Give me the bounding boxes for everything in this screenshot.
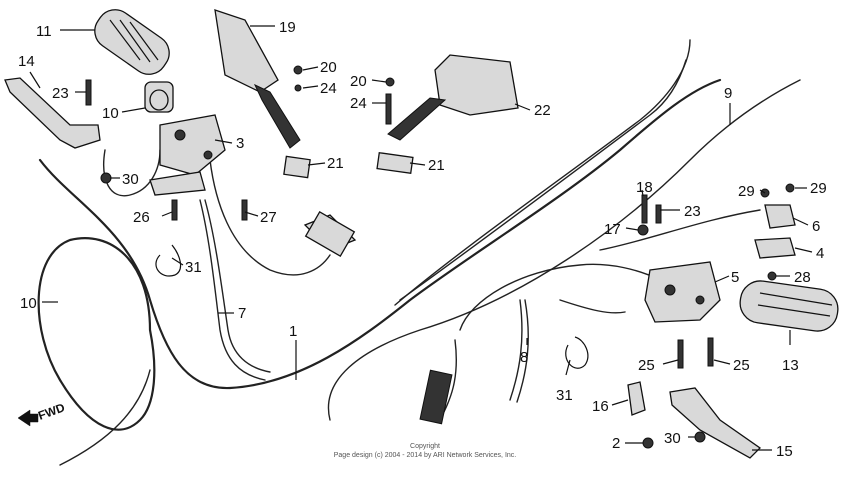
bolt-27 [241,199,248,221]
copyright-line-2: Page design (c) 2004 - 2014 by ARI Netwo… [333,452,517,459]
callout-28: 28 [794,269,811,286]
callout-11: 10 [102,105,119,122]
bolt-25-left [677,339,684,369]
cable-throttle-upper-2 [399,59,687,301]
bolt-24-right [385,93,392,125]
callout-12: 11 [36,23,52,40]
callout-23-right: 23 [684,203,701,220]
callout-8: 8 [520,349,528,366]
cable-10 [37,237,156,431]
callout-19: 19 [279,19,296,36]
fwd-label: FWD [36,400,67,423]
nut-30-right [694,431,706,443]
nut-24-left [294,84,302,92]
callout-9: 9 [724,85,732,102]
part-6 [764,204,796,229]
mirror-19 [214,9,301,149]
callout-16: 16 [592,398,609,415]
nut-30-left [100,172,112,184]
grip-13 [739,280,839,332]
callout-20-right: 20 [350,73,367,90]
callout-1: 1 [289,323,297,340]
bolt-20-right [385,77,395,87]
harness-right [459,263,661,331]
callout-4: 4 [816,245,824,262]
callout-5: 5 [731,269,739,286]
cable-throttle-upper [394,39,691,306]
callout-29-right: 29 [810,180,827,197]
callout-30-left: 30 [122,171,139,188]
callout-25-right: 25 [733,357,750,374]
callout-30-right: 30 [664,430,681,447]
callout-7: 7 [238,305,246,322]
harness-right-4 [559,299,626,314]
wire-7 [199,199,266,381]
callout-10: 10 [20,295,37,312]
gasket-21-left [283,155,311,179]
bolt-25-right [707,337,714,367]
cable-10-end [59,369,151,466]
callout-27: 27 [260,209,277,226]
callout-6: 6 [812,218,820,235]
bolt-23-right [655,204,662,224]
callout-13: 13 [782,357,799,374]
throttle-pipe-11 [144,81,174,113]
bolt-29-right [785,183,795,193]
copyright-notice: Copyright Page design (c) 2004 - 2014 by… [0,442,850,460]
part-4 [754,237,796,259]
fwd-indicator: FWD [17,400,67,427]
bolt-23-left [85,79,92,106]
bolt-20-left [293,65,303,75]
callout-17: 17 [604,221,621,238]
wire-8 [509,299,523,401]
callout-24-left: 24 [320,80,337,97]
callout-20-left: 20 [320,59,337,76]
callout-23-left: 23 [52,85,69,102]
harness-3b [103,149,161,197]
callout-21-left: 21 [327,155,344,172]
mirror-22 [387,54,519,141]
bracket-16 [627,381,646,416]
wire-7b [204,199,271,373]
callout-21-right: 21 [428,157,445,174]
gasket-21-right [376,151,414,175]
callout-22: 22 [534,102,551,119]
callout-24-right: 24 [350,95,367,112]
callout-14: 14 [18,53,35,70]
callout-25-left: 25 [638,357,655,374]
callout-18: 18 [636,179,653,196]
connector-7 [304,210,356,258]
callout-31-right: 31 [556,387,573,404]
callout-31-left: 31 [185,259,202,276]
callout-29-left: 29 [738,183,755,200]
callout-15: 15 [776,443,793,460]
grip-12 [94,9,170,75]
harness-right-3 [599,209,761,251]
switch-3 [149,114,226,196]
callout-2: 2 [612,435,620,452]
wire-8b [516,299,529,403]
switch-5 [644,261,721,323]
cable-9 [327,79,801,421]
copyright-line-1: Copyright [410,443,440,450]
bolt-18 [641,194,648,224]
clamp-31-right [565,336,589,369]
bolt-26 [171,199,178,221]
lever-15 [669,387,762,459]
harness-3 [209,159,331,276]
callout-3: 3 [236,135,244,152]
lever-14 [4,77,101,149]
connector-harness [419,369,453,425]
clamp-31-left [155,244,182,277]
bolt-28 [767,271,777,281]
leader-lines [29,25,813,451]
callout-26: 26 [133,209,150,226]
nut-17 [637,224,649,236]
